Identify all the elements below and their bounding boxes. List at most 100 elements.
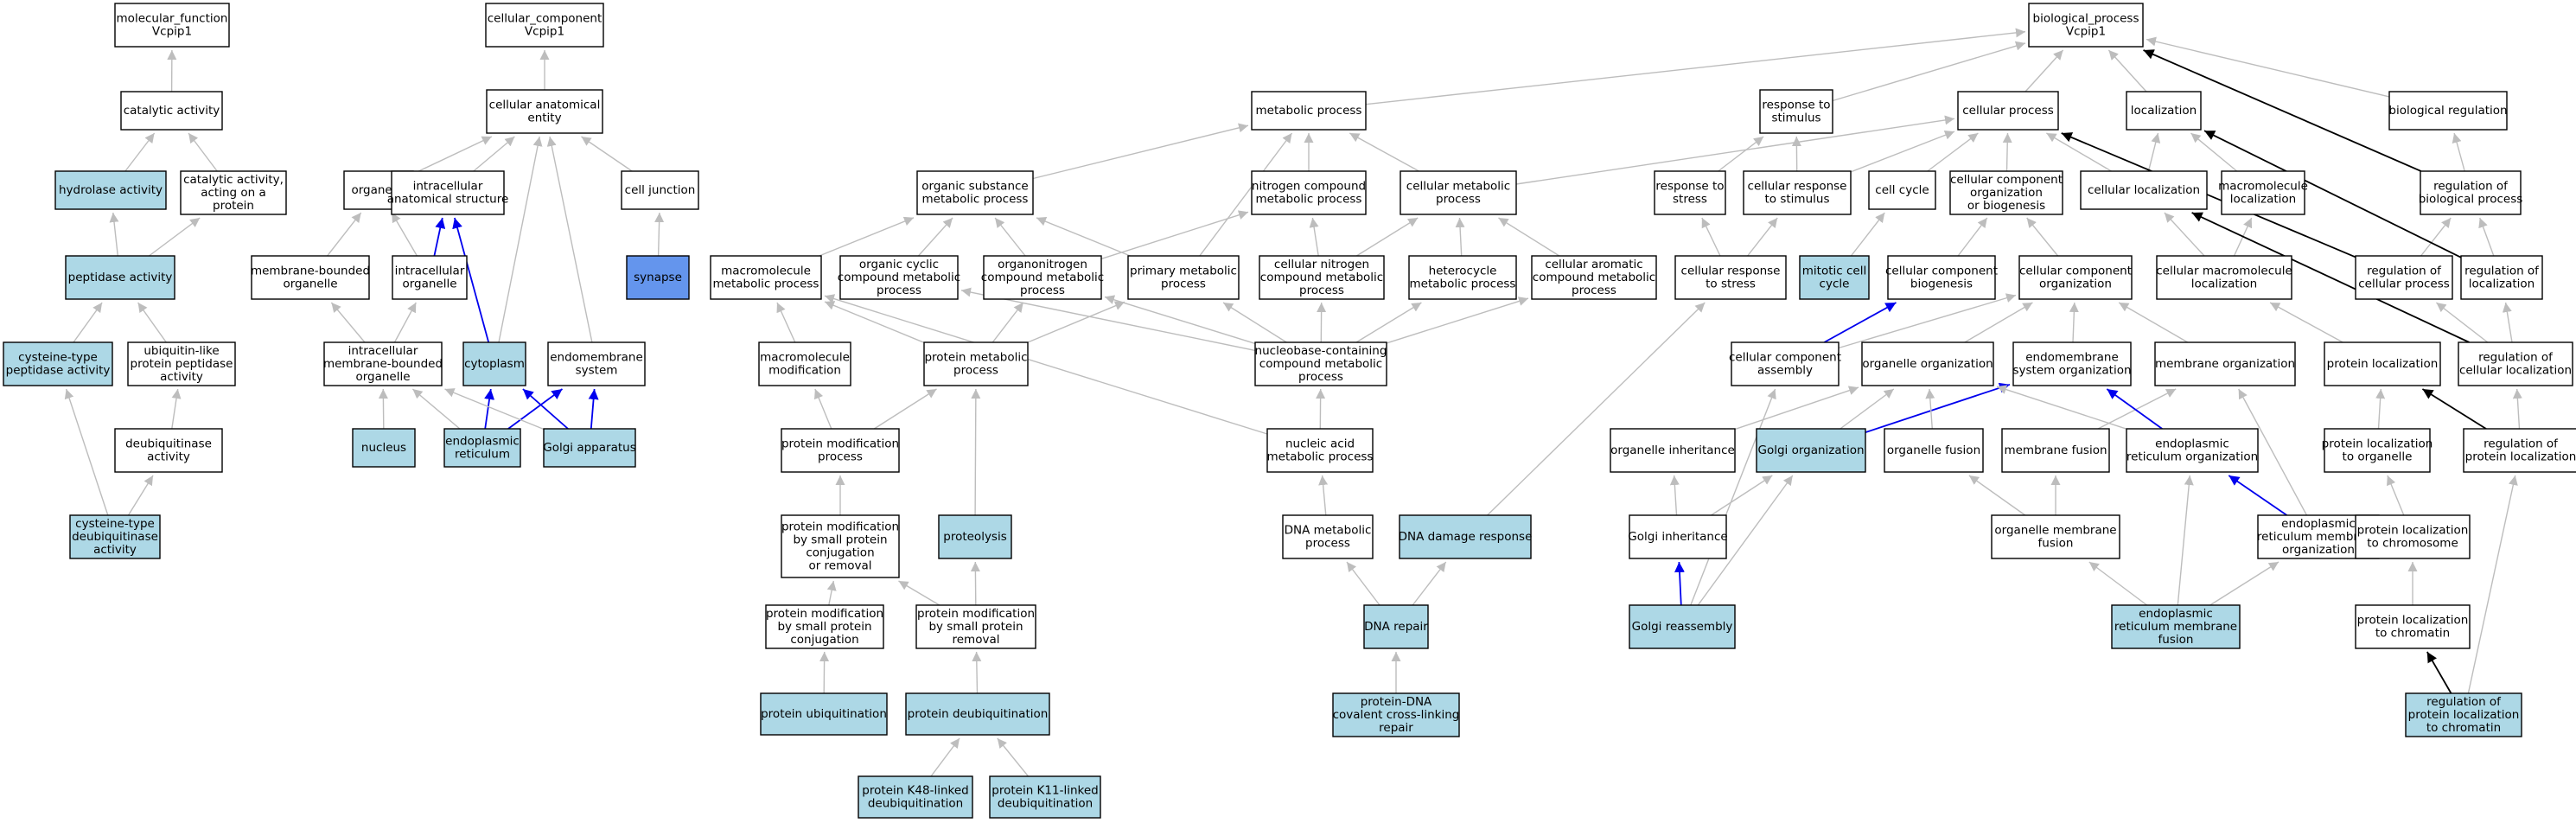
go-term-node-memorg[interactable]: membrane organization [2154, 341, 2296, 386]
go-term-node-dnadr[interactable]: DNA damage response [1399, 514, 1533, 559]
edge-protmp-to-mmp [824, 301, 925, 343]
go-term-label: biogenesis [1910, 277, 1973, 290]
go-term-node-celljunc[interactable]: cell junction [621, 170, 699, 210]
go-term-node-nucleus[interactable]: nucleus [352, 428, 416, 468]
go-term-node-local[interactable]: localization [2126, 91, 2202, 131]
go-term-label: nitrogen compound [1252, 179, 1366, 193]
go-term-label: covalent cross-linking [1333, 708, 1460, 722]
go-term-node-golgi[interactable]: Golgi apparatus [543, 428, 636, 468]
go-term-label: cellular anatomical [489, 98, 601, 112]
go-term-node-protloc[interactable]: protein localization [2324, 341, 2441, 386]
go-term-node-hyd[interactable]: hydrolase activity [54, 170, 167, 210]
go-term-node-orgfus[interactable]: organelle fusion [1884, 428, 1984, 473]
go-term-node-pubiq[interactable]: protein ubiquitination [760, 692, 888, 736]
go-term-node-cellloc[interactable]: cellular localization [2080, 170, 2208, 210]
go-term-node-orginh[interactable]: organelle inheritance [1610, 428, 1736, 473]
go-term-node-pdeubiq[interactable]: protein deubiquitination [905, 692, 1050, 736]
go-term-box [65, 255, 175, 300]
go-term-node-orgorg[interactable]: organelle organization [1861, 341, 1994, 386]
go-term-node-cellproc[interactable]: cellular process [1957, 91, 2059, 131]
go-term-label: process [1299, 284, 1344, 297]
edge-oncmp-to-ncmp [1100, 210, 1249, 260]
go-term-node-golgireasm[interactable]: Golgi reassembly [1629, 604, 1736, 649]
go-term-node-cat[interactable]: catalytic activity [120, 91, 223, 131]
go-term-node-proteolysis[interactable]: proteolysis [938, 514, 1012, 559]
go-term-node-cytoplasm[interactable]: cytoplasm [462, 341, 526, 386]
go-term-node-bioreg[interactable]: biological regulation [2388, 91, 2508, 131]
go-term-node-metab[interactable]: metabolic process [1251, 91, 1367, 131]
go-term-node-memfus[interactable]: membrane fusion [2001, 428, 2110, 473]
go-term-node-dnarep[interactable]: DNA repair [1363, 604, 1429, 649]
go-term-node-golgiinh[interactable]: Golgi inheritance [1628, 514, 1728, 559]
go-term-node-cellcycle[interactable]: cell cycle [1868, 170, 1936, 210]
go-term-node-pep[interactable]: peptidase activity [65, 255, 175, 300]
go-term-node-synapse[interactable]: synapse [626, 255, 690, 300]
go-term-box [352, 428, 416, 468]
go-term-node-golgiorg[interactable]: Golgi organization [1756, 428, 1866, 473]
